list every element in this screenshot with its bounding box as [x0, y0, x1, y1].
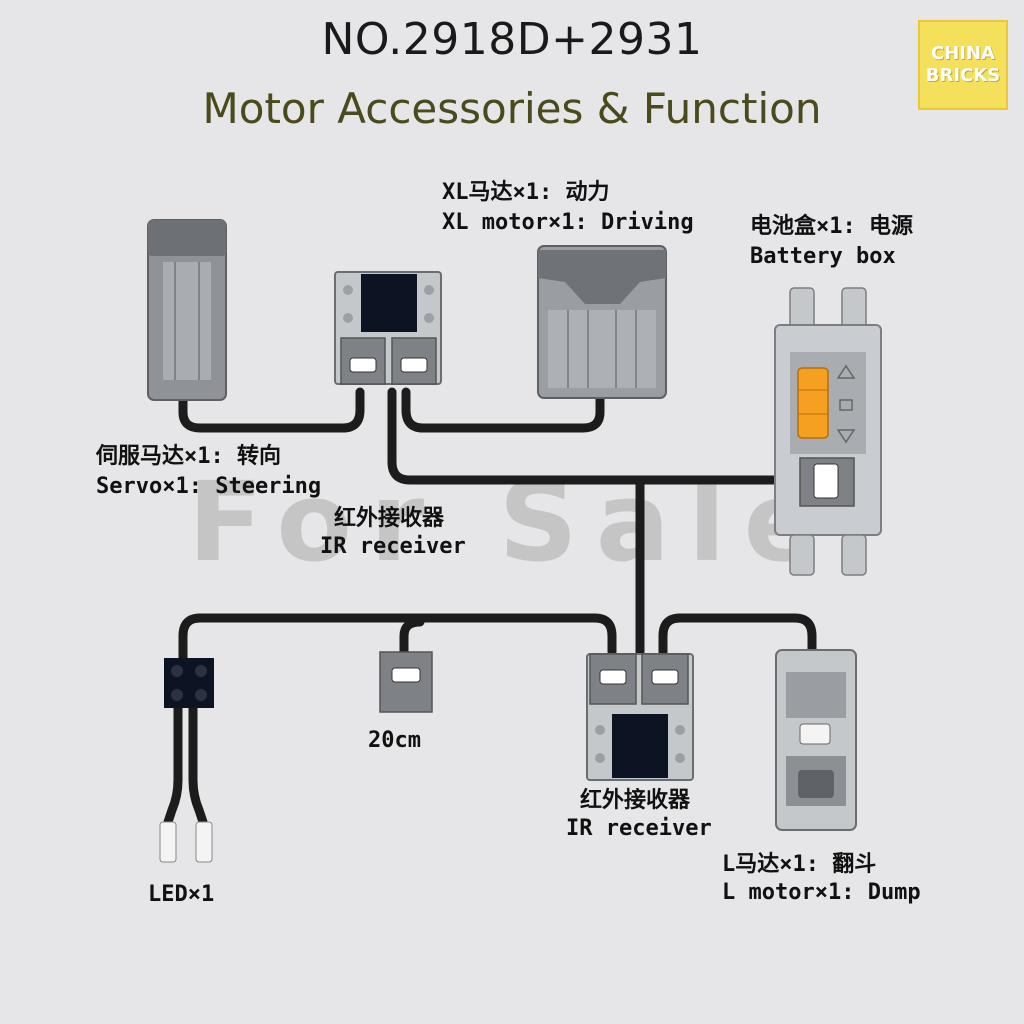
- battery-label-cn: 电池盒×1: 电源: [750, 214, 913, 239]
- l-motor-label-cn: L马达×1: 翻斗: [722, 852, 877, 877]
- servo-motor: [147, 219, 227, 401]
- ir-receiver-1-label-cn: 红外接收器: [334, 506, 445, 531]
- cables: [163, 385, 817, 827]
- ir-receiver-2: [586, 653, 694, 781]
- ir-receiver-2-label-cn: 红外接收器: [580, 788, 691, 813]
- ir-receiver-1-label-en: IR receiver: [320, 534, 466, 559]
- led-label: LED×1: [148, 882, 215, 907]
- xl-motor-label-en: XL motor×1: Driving: [442, 210, 694, 235]
- led-hub: [164, 658, 214, 708]
- servo-label-en: Servo×1: Steering: [96, 474, 322, 499]
- cable-20cm-connector: [379, 651, 433, 713]
- cable-led-leg-left: [163, 703, 183, 827]
- cable-led-ir2: [178, 613, 617, 665]
- battery-box: [774, 287, 882, 576]
- ir-receiver-1: [334, 271, 442, 385]
- cable-length-label: 20cm: [368, 728, 421, 753]
- battery-label-en: Battery box: [750, 244, 896, 269]
- l-motor-label-en: L motor×1: Dump: [722, 880, 921, 905]
- page-subtitle: Motor Accessories & Function: [202, 84, 822, 133]
- cable-xl-ir1: [401, 385, 605, 433]
- servo-label-cn: 伺服马达×1: 转向: [96, 444, 281, 469]
- cable-servo-ir1: [178, 385, 365, 433]
- led-lights: [159, 821, 213, 863]
- page-title: NO.2918D+2931: [321, 14, 703, 65]
- cable-20cm: [399, 617, 425, 657]
- cable-lmotor-ir2: [658, 613, 817, 657]
- cable-ir1-battery: [387, 387, 805, 485]
- cable-led-leg-right: [188, 703, 208, 827]
- xl-motor: [537, 245, 667, 399]
- xl-motor-label-cn: XL马达×1: 动力: [442, 180, 610, 205]
- l-motor: [775, 649, 857, 831]
- ir-receiver-2-label-en: IR receiver: [566, 816, 712, 841]
